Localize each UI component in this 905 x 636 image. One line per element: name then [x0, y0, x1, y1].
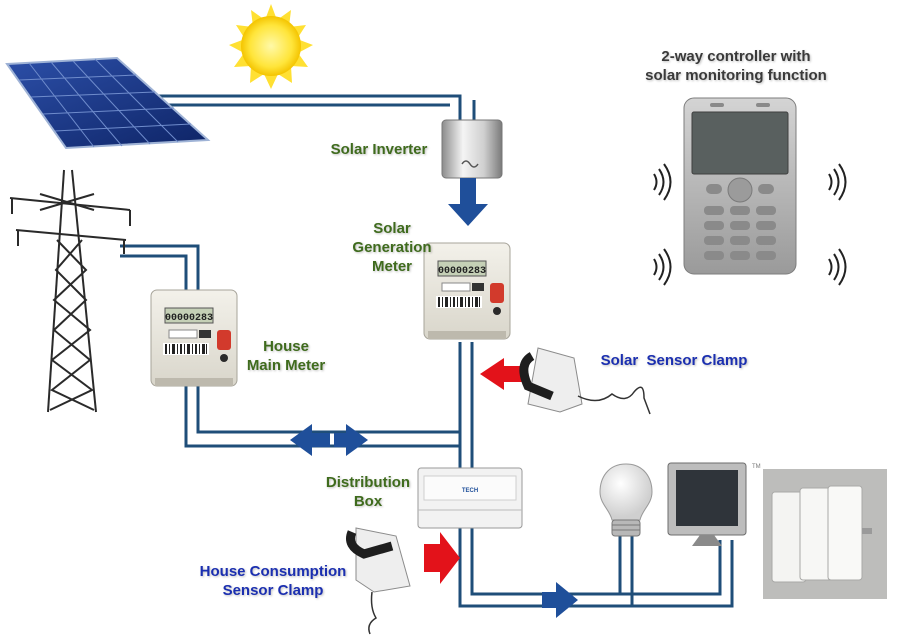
house-consumption-clamp-label: House Consumption Sensor Clamp: [199, 563, 347, 599]
solar-generation-meter: 00000283: [423, 242, 511, 340]
solar-inverter-label: Solar Inverter: [330, 141, 428, 158]
meter-reading: 00000283: [438, 266, 486, 277]
distribution-box: TECH: [417, 467, 523, 529]
wire-main-meter-to-box: [184, 386, 460, 448]
wifi-signal-icon: [828, 163, 847, 201]
house-main-meter: 00000283: [150, 289, 238, 387]
wire-main-meter-to-box-2: [196, 386, 460, 434]
plug-adapters-photo: [763, 469, 887, 599]
box-brand: TECH: [462, 488, 478, 494]
right-arrow: [542, 582, 578, 618]
wire-tower-to-main-meter-2: [120, 254, 188, 292]
light-bulb-icon: [599, 463, 653, 537]
wifi-signal-icon: [653, 248, 672, 286]
solar-inverter-device: [441, 119, 503, 179]
wifi-signal-icon: [653, 163, 672, 201]
controller-device: [683, 97, 797, 275]
wire-box-to-loads: [458, 526, 734, 608]
wiring: [120, 94, 734, 608]
down-arrow: [448, 178, 488, 226]
tv-trademark: TM: [752, 464, 761, 470]
house-main-meter-label: House Main Meter: [246, 338, 326, 374]
wire-box-to-loads-2: [470, 526, 722, 596]
tv-monitor-icon: TM: [667, 462, 761, 546]
wire-panel-to-inverter: [158, 94, 462, 128]
transmission-tower-icon: [9, 169, 131, 413]
solar-generation-meter-label: Solar Generation Meter: [352, 220, 432, 275]
wifi-signal-icon: [828, 248, 847, 286]
solar-sensor-clamp-label: Solar Sensor Clamp: [600, 352, 748, 369]
wire-tower-to-main-meter: [120, 244, 200, 292]
bidirectional-arrow: [290, 424, 368, 456]
house-consumption-sensor-clamp: [346, 527, 460, 635]
meter-reading: 00000283: [165, 313, 213, 324]
solar-panel-icon: [5, 56, 211, 150]
controller-label: 2-way controller with solar monitoring f…: [645, 48, 827, 84]
solar-sensor-clamp: [480, 347, 651, 415]
sun-icon: [229, 4, 313, 89]
distribution-box-label: Distribution Box: [325, 474, 411, 510]
